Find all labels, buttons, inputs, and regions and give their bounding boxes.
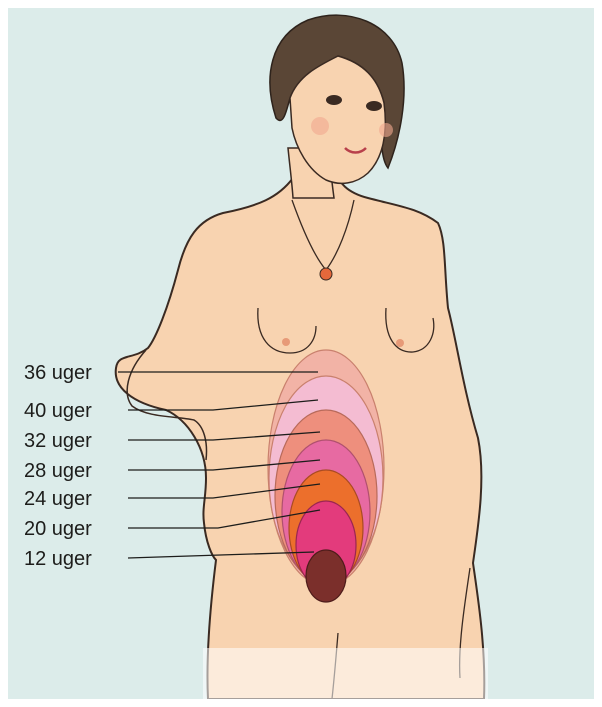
label-20-weeks: 20 uger	[24, 518, 92, 540]
pregnancy-diagram: 36 uger 40 uger 32 uger 28 uger 24 uger …	[8, 8, 594, 699]
label-28-weeks: 28 uger	[24, 460, 92, 482]
label-24-weeks: 24 uger	[24, 488, 92, 510]
left-eye	[326, 95, 342, 105]
right-eye	[366, 101, 382, 111]
label-36-weeks: 36 uger	[24, 362, 92, 384]
necklace-pendant-icon	[320, 268, 332, 280]
label-40-weeks: 40 uger	[24, 400, 92, 422]
label-12-weeks: 12 uger	[24, 548, 92, 570]
ring-12-weeks	[306, 550, 346, 602]
woman-illustration: 36 uger 40 uger 32 uger 28 uger 24 uger …	[8, 8, 594, 699]
label-32-weeks: 32 uger	[24, 430, 92, 452]
week-labels: 36 uger 40 uger 32 uger 28 uger 24 uger …	[24, 362, 92, 570]
